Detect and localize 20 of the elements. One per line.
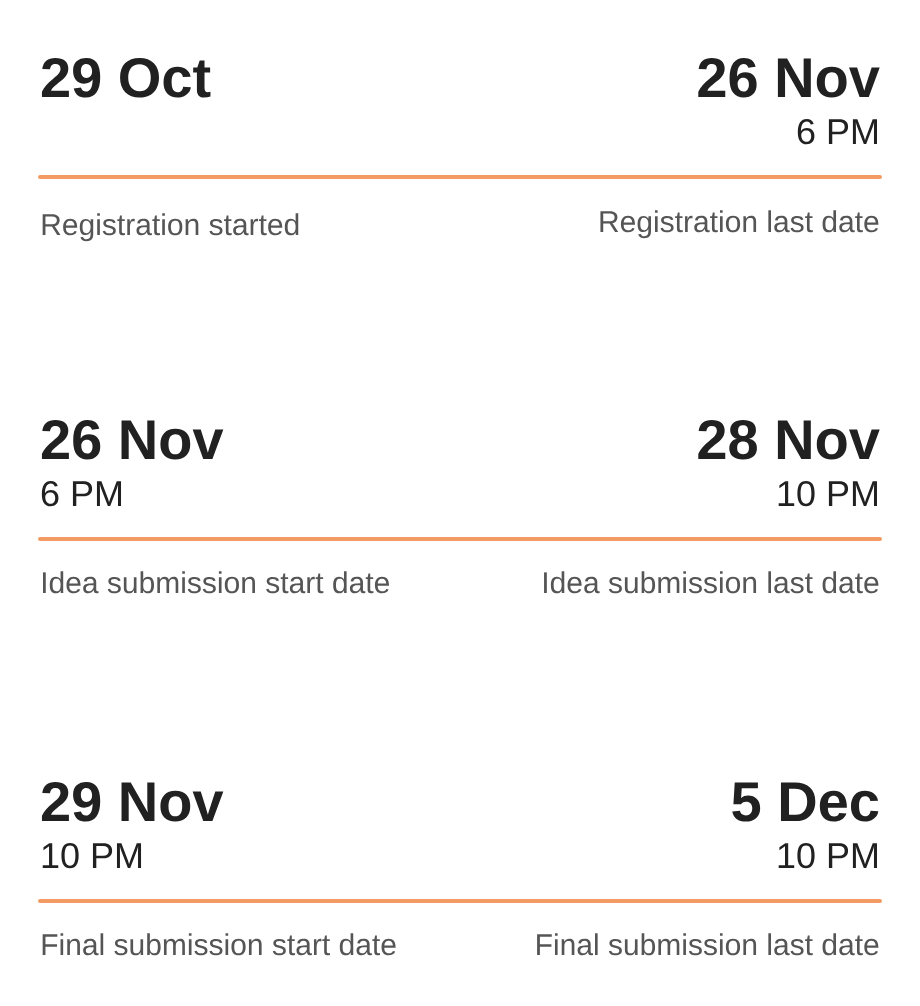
date-caption: Registration started: [42, 213, 299, 242]
date-caption: Registration last date: [600, 210, 879, 239]
date-caption: Idea submission start date: [43, 571, 389, 594]
date-heading: 26 Nov: [698, 57, 880, 98]
timeline-bar: [38, 175, 882, 179]
date-heading: 5 Dec: [732, 782, 879, 822]
date-heading: 29 Oct: [41, 57, 211, 98]
date-heading: 26 Nov: [41, 419, 224, 460]
date-heading: 28 Nov: [698, 419, 880, 460]
date-caption: Final submission start date: [42, 933, 396, 956]
date-caption: Final submission last date: [537, 933, 879, 956]
date-heading: 29 Nov: [41, 781, 224, 822]
time-text: 10 PM: [778, 480, 877, 507]
date-caption: Idea submission last date: [544, 571, 879, 594]
time-text: 6 PM: [797, 118, 877, 145]
time-text: 10 PM: [778, 842, 877, 869]
time-text: 10 PM: [42, 842, 142, 869]
timeline-bar: [38, 537, 882, 541]
time-text: 6 PM: [41, 480, 121, 507]
timeline-bar: [38, 899, 882, 903]
